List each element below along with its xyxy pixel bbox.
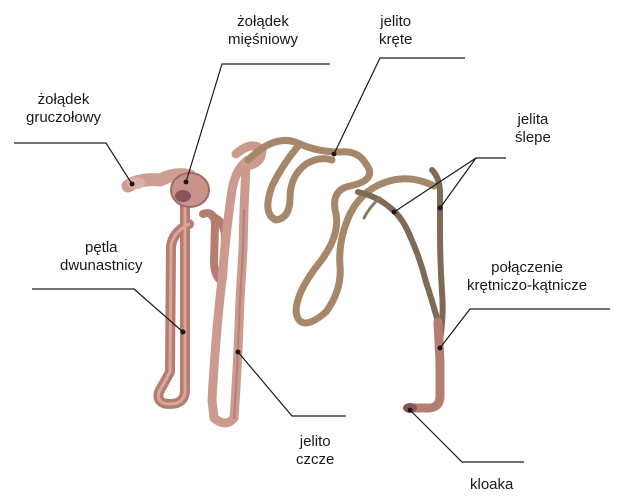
label-zoladek-miesniowy: żołądek mięśniowy [228,13,298,49]
label-zoladek-gruczolowy-line2: gruczołowy [26,109,101,127]
rectum-cloaca [403,322,440,413]
label-jelito-krete: jelito kręte [379,13,412,49]
label-jelito-krete-line2: kręte [379,31,412,49]
leader-jelita-slepe-b [440,158,476,208]
leader-polaczenie [440,309,610,348]
leader-kloaka [410,410,524,462]
stomachs [127,173,209,207]
label-jelito-czcze: jelito czcze [296,433,334,469]
leader-jelita-slepe-a [394,158,506,212]
label-kloaka: kloaka [470,476,513,494]
label-petla-dwunastnicy: pętla dwunastnicy [60,239,143,275]
label-jelito-krete-line1: jelito [379,13,412,31]
label-zoladek-miesniowy-line2: mięśniowy [228,31,298,49]
label-petla-dwunastnicy-line2: dwunastnicy [60,257,143,275]
label-zoladek-gruczolowy-line1: żołądek [26,91,101,109]
label-jelito-czcze-line1: jelito [296,433,334,451]
label-kloaka-line1: kloaka [470,476,513,494]
label-jelito-czcze-line2: czcze [296,451,334,469]
label-jelita-slepe: jelita ślepe [515,111,551,147]
leader-jelito-krete [334,58,465,154]
organs [127,140,443,423]
label-polaczenie-line1: połączenie [467,259,587,277]
label-petla-dwunastnicy-line1: pętla [60,239,143,257]
label-zoladek-gruczolowy: żołądek gruczołowy [26,91,101,127]
label-zoladek-miesniowy-line1: żołądek [228,13,298,31]
ceca [358,170,443,340]
label-jelita-slepe-line2: ślepe [515,129,551,147]
leader-zoladek-gruczolowy [14,143,132,184]
label-jelita-slepe-line1: jelita [515,111,551,129]
leader-jelito-czcze [238,352,346,416]
label-polaczenie-line2: krętniczo-kątnicze [467,277,587,295]
jejunum [212,146,262,423]
label-polaczenie: połączenie krętniczo-kątnicze [467,259,587,295]
leader-petla-dwunastnicy [32,289,183,332]
